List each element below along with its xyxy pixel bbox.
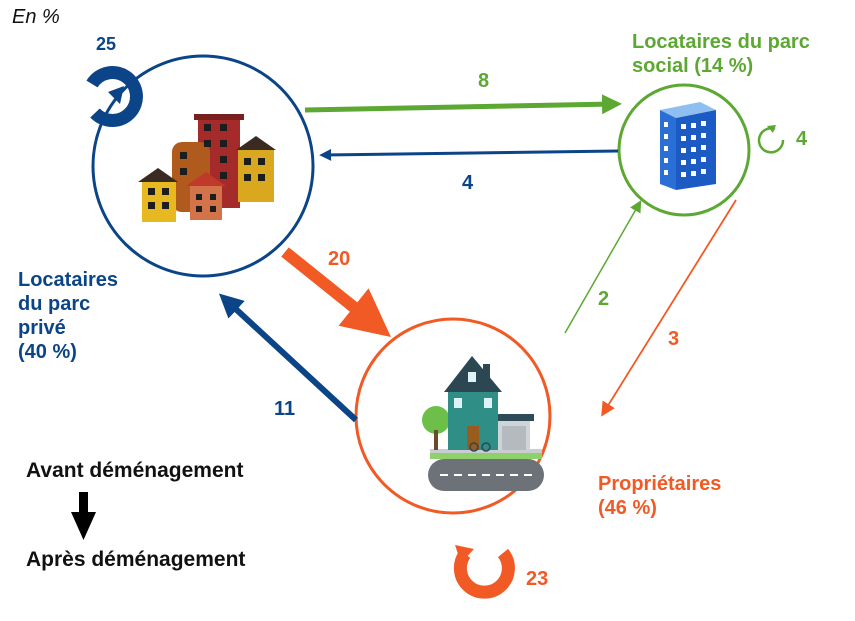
label-proprio-line: Propriétaires xyxy=(598,473,722,495)
label-prive-line: Locataires xyxy=(18,269,119,291)
social-housing-tower-icon xyxy=(660,102,716,190)
flow-arrow-social-to-proprio xyxy=(601,199,737,417)
label-prive: Locataires du parc privé (40 %) xyxy=(18,268,118,364)
flow-value-social-to-proprio: 3 xyxy=(668,328,680,350)
label-prive-line: privé xyxy=(18,317,66,339)
flow-value-proprio-to-social: 2 xyxy=(598,288,610,310)
unit-label: En % xyxy=(12,6,60,28)
label-social: Locataires du parc social (14 %) xyxy=(632,30,810,78)
self-loop-social-icon xyxy=(757,125,785,154)
flow-arrow-prive-to-proprio xyxy=(281,247,391,338)
self-loop-proprio-icon xyxy=(453,545,515,599)
flow-value-social-to-prive: 4 xyxy=(462,172,474,194)
flow-value-prive-to-proprio: 20 xyxy=(328,248,351,270)
label-social-line: social (14 %) xyxy=(632,55,754,77)
legend-after-label: Après déménagement xyxy=(26,548,246,571)
flow-value-proprio-to-prive: 11 xyxy=(274,398,296,420)
apartment-buildings-icon xyxy=(138,114,276,222)
flow-value-social-self: 4 xyxy=(796,128,808,150)
legend-before-label: Avant déménagement xyxy=(26,459,244,482)
label-proprio: Propriétaires (46 %) xyxy=(598,472,721,520)
family-house-icon xyxy=(422,356,544,491)
label-prive-line: (40 %) xyxy=(18,341,77,363)
flow-value-prive-self: 25 xyxy=(96,34,117,54)
label-prive-line: du parc xyxy=(18,293,91,315)
label-proprio-line: (46 %) xyxy=(598,497,657,519)
flow-value-proprio-self: 23 xyxy=(526,568,549,590)
legend-down-arrow-icon xyxy=(71,492,96,540)
flow-arrow-proprio-to-social xyxy=(564,200,642,334)
flow-arrow-prive-to-social xyxy=(304,94,622,115)
self-loop-prive-icon xyxy=(86,66,143,128)
label-social-line: Locataires du parc xyxy=(632,31,810,53)
flow-arrow-social-to-prive xyxy=(319,148,619,161)
flow-arrow-proprio-to-prive xyxy=(218,293,359,423)
flow-value-prive-to-social: 8 xyxy=(478,70,490,92)
